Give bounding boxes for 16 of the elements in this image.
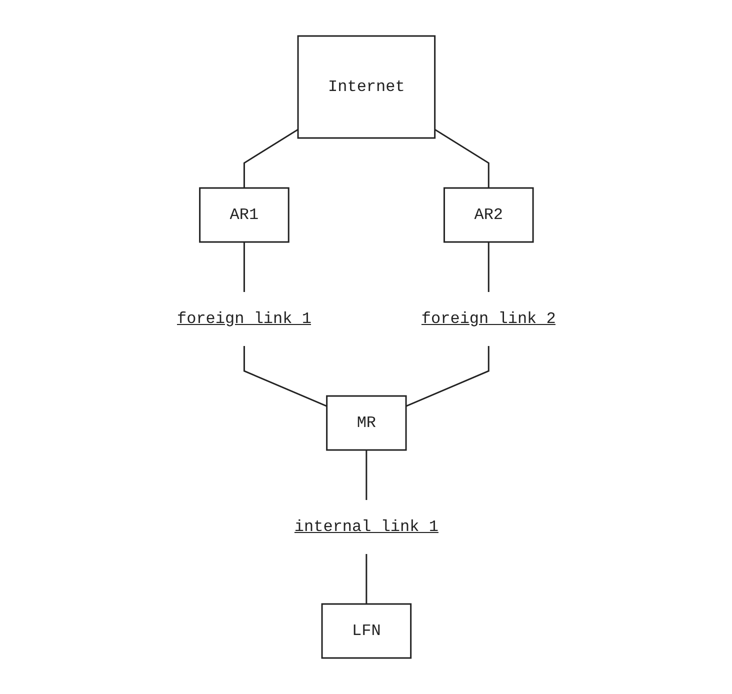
- node-box: Internet: [296, 35, 436, 139]
- connector: [243, 242, 245, 292]
- connector: [365, 450, 367, 500]
- connector: [243, 346, 327, 407]
- connector: [487, 242, 489, 292]
- connector: [243, 128, 298, 188]
- node-text: internal link 1: [294, 518, 438, 536]
- node-box: MR: [326, 395, 406, 451]
- node-text: foreign link 2: [421, 310, 556, 328]
- node-box: AR1: [198, 187, 289, 243]
- node-box: AR2: [443, 187, 534, 243]
- node-box: LFN: [320, 603, 412, 659]
- connector: [434, 128, 489, 188]
- connector: [405, 346, 489, 407]
- node-text: foreign link 1: [176, 310, 311, 328]
- connector: [365, 554, 367, 604]
